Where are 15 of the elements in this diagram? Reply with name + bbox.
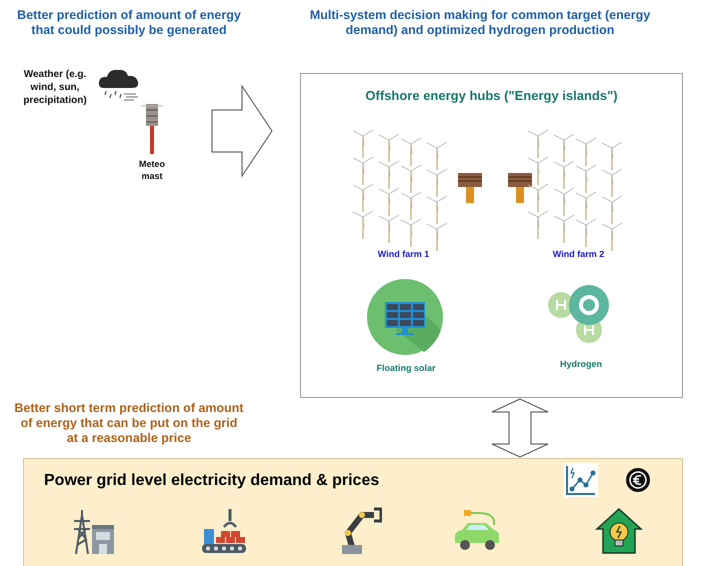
wind-farm-label: Wind farm 2 bbox=[552, 248, 606, 260]
panel-heading: Offshore energy hubs ("Energy islands") bbox=[364, 88, 619, 103]
panel-heading: Power grid level electricity demand & prices bbox=[44, 472, 380, 490]
block-arrow bbox=[212, 84, 273, 178]
note-text: Better short term prediction of amount of energy that can be put on the grid at a reasonable price bbox=[14, 401, 244, 446]
weather-label: Weather (e.g. wind, sun, precipitation) bbox=[22, 68, 88, 107]
diagram-title: Multi-system decision making for common target (energy demand) and optimized hydrogen production bbox=[308, 8, 652, 38]
block-arrow bbox=[492, 398, 548, 458]
hydrogen-label: Hydrogen bbox=[558, 358, 603, 370]
hub-panel bbox=[300, 73, 683, 398]
solar-label: Floating solar bbox=[375, 362, 436, 374]
wind-farm-label: Wind farm 1 bbox=[376, 248, 430, 260]
grid-panel bbox=[23, 458, 683, 566]
mast-label: Meteo mast bbox=[138, 158, 166, 182]
note-text: Better prediction of amount of energy that could possibly be generated bbox=[16, 8, 242, 38]
